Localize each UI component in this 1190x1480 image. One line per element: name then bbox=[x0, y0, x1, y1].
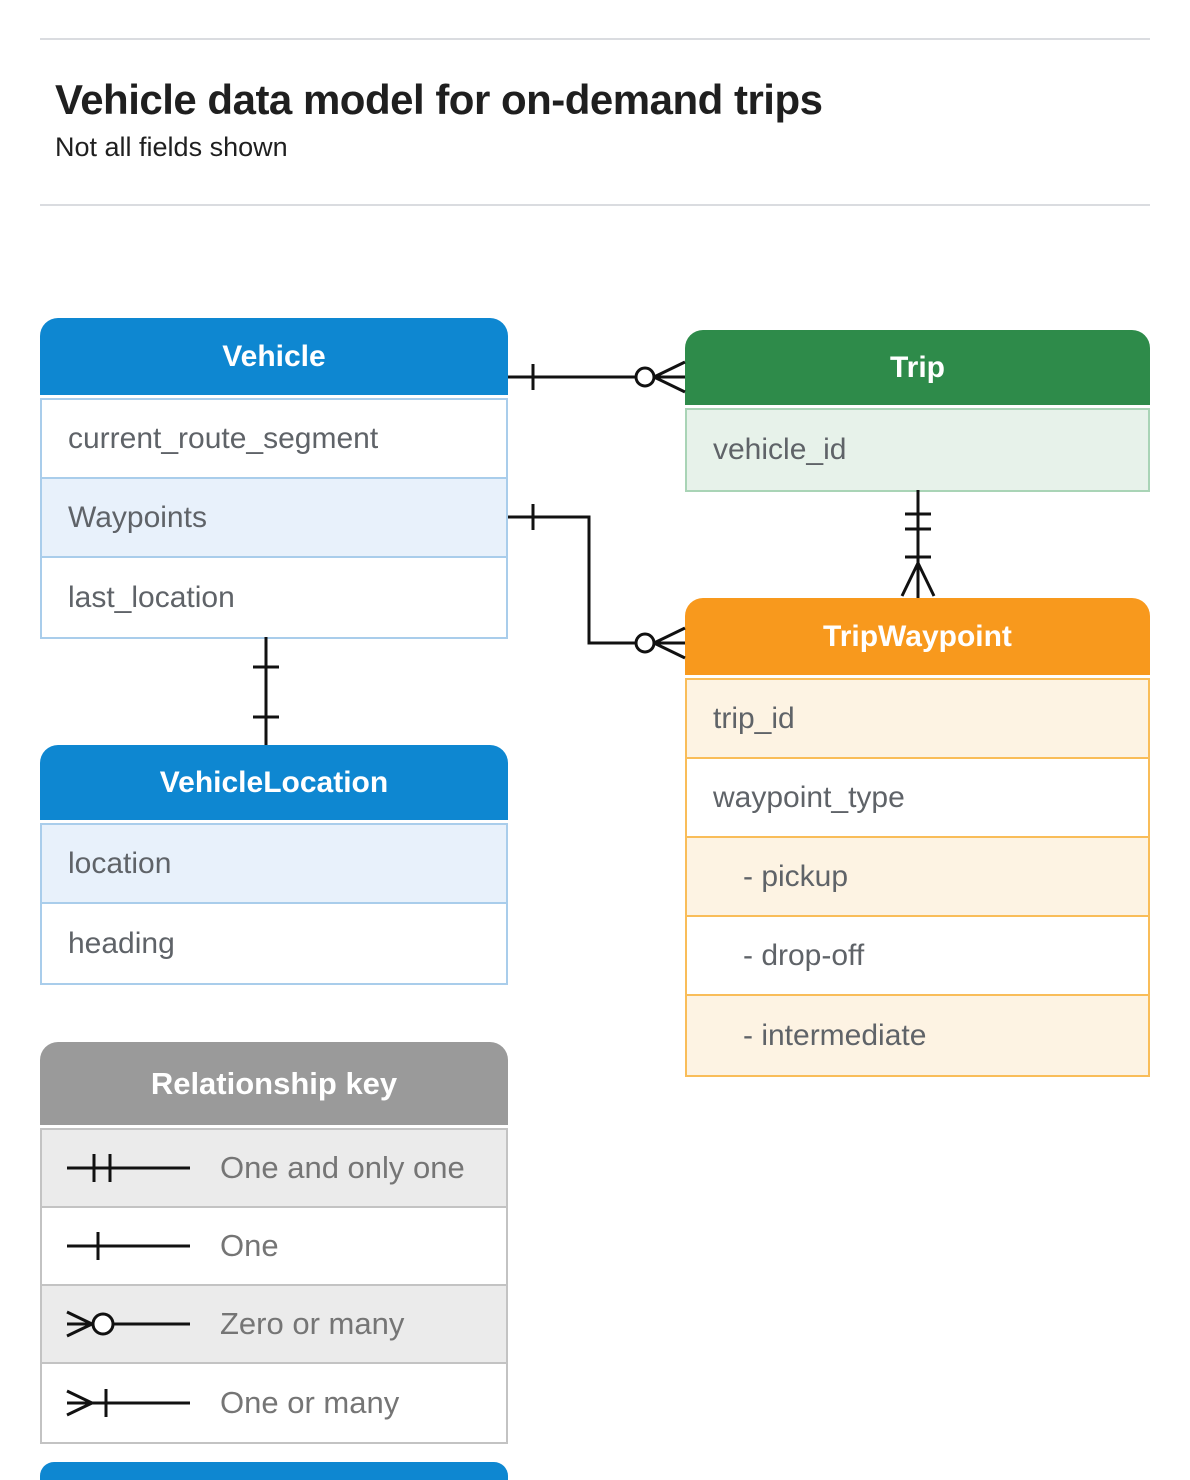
vehicle-location-entity: VehicleLocation location heading bbox=[40, 745, 508, 985]
field-waypoint-type-intermediate: - intermediate bbox=[687, 996, 1148, 1075]
legend-label: Zero or many bbox=[220, 1306, 405, 1341]
trip-waypoint-entity-title: TripWaypoint bbox=[685, 598, 1150, 678]
legend-label: One bbox=[220, 1228, 279, 1263]
vehicle-entity-title: Vehicle bbox=[40, 318, 508, 398]
legend-item-one-or-many: One or many bbox=[42, 1364, 506, 1442]
vehicle-location-entity-fields: location heading bbox=[40, 823, 508, 985]
vehicle-trip-connector bbox=[508, 360, 686, 394]
zero-or-many-icon bbox=[66, 1310, 190, 1338]
relationship-key: Relationship key One and only one One Ze… bbox=[40, 1042, 508, 1444]
trip-waypoint-entity: TripWaypoint trip_id waypoint_type - pic… bbox=[685, 598, 1150, 1077]
page-subtitle: Not all fields shown bbox=[55, 132, 288, 162]
vehicle-location-entity-title: VehicleLocation bbox=[40, 745, 508, 823]
trip-waypoint-entity-fields: trip_id waypoint_type - pickup - drop-of… bbox=[685, 678, 1150, 1077]
legend-item-zero-or-many: Zero or many bbox=[42, 1286, 506, 1364]
cutoff-table-header bbox=[40, 1462, 508, 1480]
field-waypoint-type-pickup: - pickup bbox=[687, 838, 1148, 917]
field-current-route-segment: current_route_segment bbox=[42, 400, 506, 479]
vehicle-vehiclelocation-connector bbox=[253, 637, 279, 745]
relationship-key-items: One and only one One Zero or many One or… bbox=[40, 1128, 508, 1444]
one-icon bbox=[67, 1232, 190, 1260]
waypoints-tripwaypoint-connector bbox=[508, 504, 686, 660]
vehicle-entity: Vehicle current_route_segment Waypoints … bbox=[40, 318, 508, 639]
legend-label: One or many bbox=[220, 1385, 400, 1420]
field-vehicle-id: vehicle_id bbox=[687, 410, 1148, 490]
top-divider bbox=[40, 38, 1150, 40]
field-heading: heading bbox=[68, 926, 175, 960]
legend-item-one: One bbox=[42, 1208, 506, 1286]
trip-entity: Trip vehicle_id bbox=[685, 330, 1150, 492]
field-waypoint-type-drop-off: - drop-off bbox=[687, 917, 1148, 996]
field-last-location: last_location bbox=[68, 580, 235, 614]
one-or-many-icon bbox=[66, 1389, 190, 1417]
page-title: Vehicle data model for on-demand trips bbox=[55, 76, 823, 123]
field-location: location bbox=[42, 825, 506, 904]
legend-item-one-and-only-one: One and only one bbox=[42, 1130, 506, 1208]
title-divider bbox=[40, 204, 1150, 206]
one-and-only-one-icon bbox=[67, 1154, 190, 1182]
trip-tripwaypoint-connector bbox=[900, 490, 936, 598]
legend-label: One and only one bbox=[220, 1150, 465, 1185]
trip-entity-fields: vehicle_id bbox=[685, 408, 1150, 492]
relationship-key-title: Relationship key bbox=[40, 1042, 508, 1128]
field-waypoints: Waypoints bbox=[42, 479, 506, 558]
trip-entity-title: Trip bbox=[685, 330, 1150, 408]
vehicle-entity-fields: current_route_segment Waypoints last_loc… bbox=[40, 398, 508, 639]
field-trip-id: trip_id bbox=[687, 680, 1148, 759]
field-waypoint-type: waypoint_type bbox=[687, 759, 1148, 838]
